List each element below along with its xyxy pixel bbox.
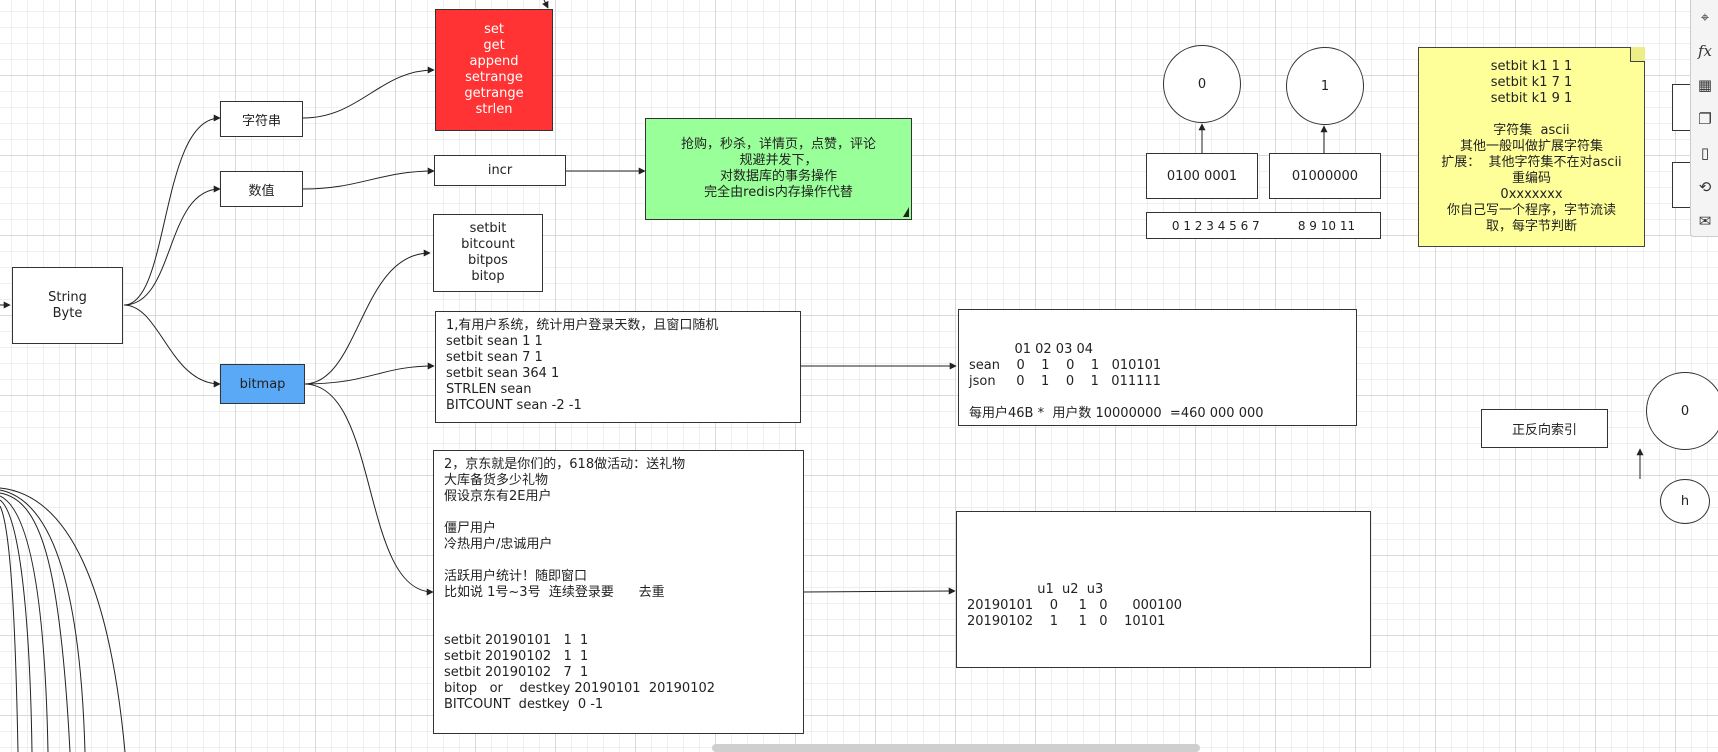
- incr-node[interactable]: incr: [434, 155, 566, 186]
- calendar-icon[interactable]: ▦: [1697, 76, 1713, 94]
- byte-1-node[interactable]: 01000000: [1269, 153, 1381, 199]
- edge-shuzhi-to-incr: [302, 167, 435, 190]
- circle-h-node[interactable]: h: [1660, 479, 1710, 524]
- edge-bitmap-to-case1: [303, 362, 435, 385]
- case2-result-node[interactable]: u1 u2 u3 20190101 0 1 0 000100 20190102 …: [956, 511, 1371, 668]
- function-icon[interactable]: fx: [1697, 42, 1712, 60]
- case1-result-node[interactable]: 01 02 03 04 sean 0 1 0 1 010101 json 0 1…: [958, 309, 1357, 426]
- zifuchuan-node[interactable]: 字符串: [220, 101, 303, 137]
- comment-icon[interactable]: ✉: [1698, 212, 1712, 230]
- byte-0-node[interactable]: 0100 0001: [1146, 153, 1258, 199]
- string-commands-node[interactable]: set get append setrange getrange strlen: [435, 9, 553, 131]
- case2-node[interactable]: 2，京东就是你们的，618做活动：送礼物 大库备货多少礼物 假设京东有2E用户 …: [433, 450, 804, 734]
- edge-zifuchuan-to-cmds: [302, 66, 435, 119]
- scenario-green-node[interactable]: 抢购，秒杀，详情页，点赞，评论 规避并发下， 对数据库的事务操作 完全由redi…: [645, 118, 912, 220]
- bit-commands-node[interactable]: setbit bitcount bitpos bitop: [433, 214, 543, 292]
- index-box-node[interactable]: 正反向索引: [1481, 409, 1608, 448]
- crosshair-icon[interactable]: ⌖: [1700, 8, 1710, 26]
- edge-string-to-zifuchuan: [123, 114, 221, 306]
- partial-curve-3: [0, 495, 49, 752]
- copy-icon[interactable]: ❐: [1698, 110, 1712, 128]
- shuzhi-node[interactable]: 数值: [220, 171, 303, 207]
- bitmap-node[interactable]: bitmap: [220, 364, 305, 404]
- bit-circle-1[interactable]: 1: [1286, 47, 1364, 125]
- bit-index-row[interactable]: 0 1 2 3 4 5 6 7 8 9 10 11: [1146, 212, 1381, 239]
- history-icon[interactable]: ⟲: [1698, 178, 1712, 196]
- edge-case2-to-result: [803, 587, 956, 595]
- case1-result-text: 01 02 03 04 sean 0 1 0 1 010101 json 0 1…: [969, 342, 1264, 421]
- edge-string-to-shuzhi: [123, 185, 221, 306]
- scenario-green-text: 抢购，秒杀，详情页，点赞，评论 规避并发下， 对数据库的事务操作 完全由redi…: [680, 137, 876, 200]
- edge-string-to-bitmap: [123, 304, 221, 388]
- corner-marker-icon: [903, 207, 909, 217]
- partial-curve-5: [0, 487, 126, 752]
- ascii-note-text: setbit k1 1 1 setbit k1 7 1 setbit k1 9 …: [1441, 59, 1622, 234]
- edge-bitmap-to-case2: [303, 383, 434, 596]
- horizontal-scrollbar[interactable]: [712, 744, 1200, 752]
- edge-bitmap-to-bitcmds: [303, 249, 431, 385]
- page-icon[interactable]: ▯: [1700, 144, 1710, 162]
- circle-0b-node[interactable]: 0: [1646, 372, 1718, 450]
- edge-stub-top: [542, 0, 549, 9]
- string-byte-node[interactable]: String Byte: [12, 267, 123, 344]
- case1-node[interactable]: 1,有用户系统，统计用户登录天数，且窗口随机 setbit sean 1 1 s…: [435, 311, 801, 423]
- right-toolbar: ⌖ fx ▦ ❐ ▯ ⟲ ✉: [1690, 0, 1718, 237]
- ascii-note[interactable]: setbit k1 1 1 setbit k1 7 1 setbit k1 9 …: [1418, 47, 1645, 247]
- note-fold-icon: [1630, 47, 1645, 62]
- partial-curve-4: [0, 499, 33, 752]
- partial-curve-6: [0, 505, 19, 752]
- partial-curve-2: [0, 489, 86, 752]
- bit-circle-0[interactable]: 0: [1163, 45, 1241, 123]
- case2-result-text: u1 u2 u3 20190101 0 1 0 000100 20190102 …: [967, 582, 1182, 629]
- partial-curve-1: [0, 492, 71, 752]
